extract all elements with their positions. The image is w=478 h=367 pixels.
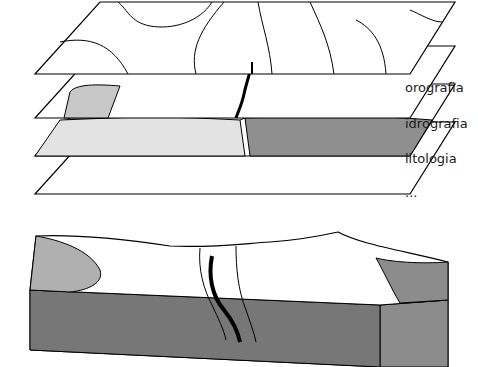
layer-label: litologia (405, 152, 457, 165)
lithology-region (64, 85, 120, 118)
layer-label: idrografia (405, 117, 468, 130)
lithology-region (245, 116, 432, 156)
layer-label: ... (405, 186, 417, 199)
contour-lines (60, 2, 442, 74)
layer-plane (35, 2, 455, 74)
lithology-region (35, 117, 245, 156)
layer-label: orografia (405, 81, 464, 94)
terrain-block (30, 232, 448, 367)
